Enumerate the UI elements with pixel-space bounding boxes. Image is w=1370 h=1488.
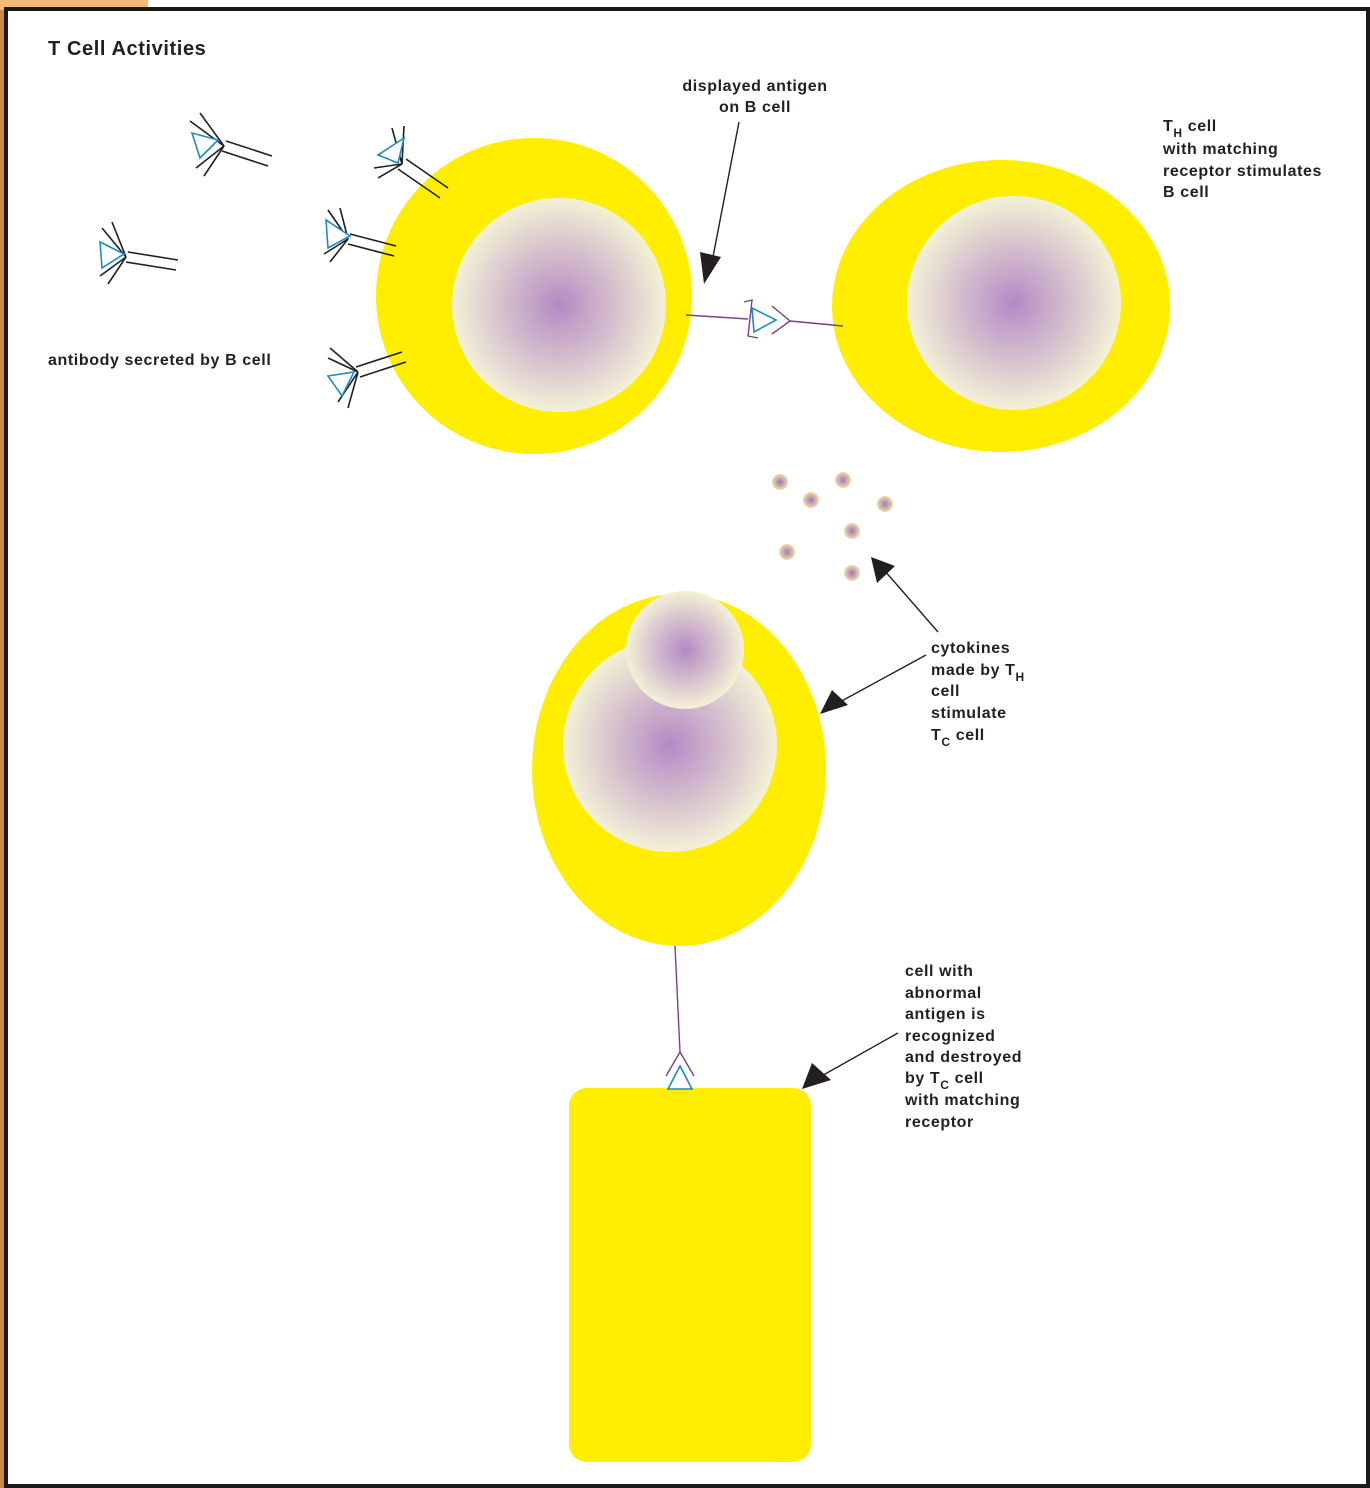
cytokine-dot-icon [772, 474, 788, 490]
label-line: receptor stimulates [1163, 163, 1322, 180]
page-title: T Cell Activities [48, 38, 206, 60]
cytokine-dot-icon [835, 472, 851, 488]
abnormal-cell-nucleus [626, 591, 744, 709]
label-line: displayed antigen [682, 78, 827, 95]
cytokine-dot-icon [844, 565, 860, 581]
label-line: recognized [905, 1028, 995, 1045]
label-line: cell [931, 683, 960, 700]
label-line: cell with [905, 963, 974, 980]
label-line: on B cell [719, 99, 791, 116]
label-line: antigen is [905, 1006, 986, 1023]
label-line: stimulate [931, 705, 1007, 722]
label-line: abnormal [905, 985, 982, 1002]
th-cell-nucleus [907, 196, 1121, 410]
b-cell [376, 138, 692, 454]
cytokine-dot-icon [844, 523, 860, 539]
label-line: cytokines [931, 640, 1010, 657]
cytokine-dot-icon [877, 496, 893, 512]
label-line: and destroyed [905, 1049, 1022, 1066]
label-line: with matching [1162, 141, 1278, 158]
cytokine-dot-icon [803, 492, 819, 508]
th-cell [832, 160, 1170, 452]
b-cell-nucleus [452, 198, 666, 412]
cytokine-dot-icon [779, 544, 795, 560]
label-line: B cell [1163, 184, 1209, 201]
label-line: with matching [904, 1092, 1020, 1109]
label-line: receptor [905, 1114, 974, 1131]
abnormal-cell-body [569, 1088, 811, 1462]
label-antibody-secreted: antibody secreted by B cell [48, 352, 271, 369]
